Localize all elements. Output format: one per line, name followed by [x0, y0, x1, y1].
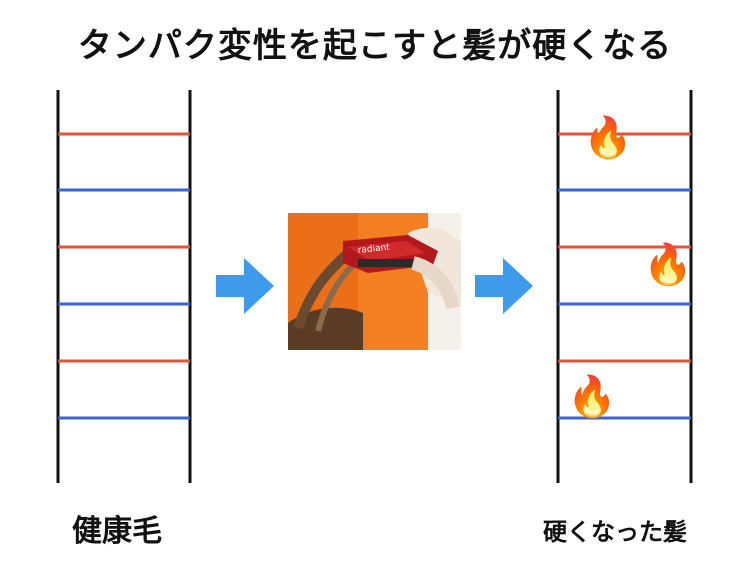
page-title: タンパク変性を起こすと髪が硬くなる	[77, 26, 673, 66]
right-arrow-icon	[475, 258, 533, 314]
fire-icon: 🔥	[567, 374, 617, 420]
flat-iron-photo: radiant	[288, 213, 461, 350]
bonds	[558, 132, 691, 420]
fire-icon: 🔥	[643, 242, 693, 288]
healthy-hair-ladder	[56, 90, 192, 483]
healthy-hair-label: 健康毛	[72, 514, 162, 549]
flat-iron-brand-text: radiant	[357, 243, 391, 256]
fire-icon: 🔥	[583, 115, 633, 161]
bonds	[58, 132, 190, 420]
hardened-hair-label: 硬くなった髪	[543, 518, 687, 546]
hardened-hair-ladder	[556, 90, 693, 483]
right-arrow-icon	[216, 258, 274, 314]
